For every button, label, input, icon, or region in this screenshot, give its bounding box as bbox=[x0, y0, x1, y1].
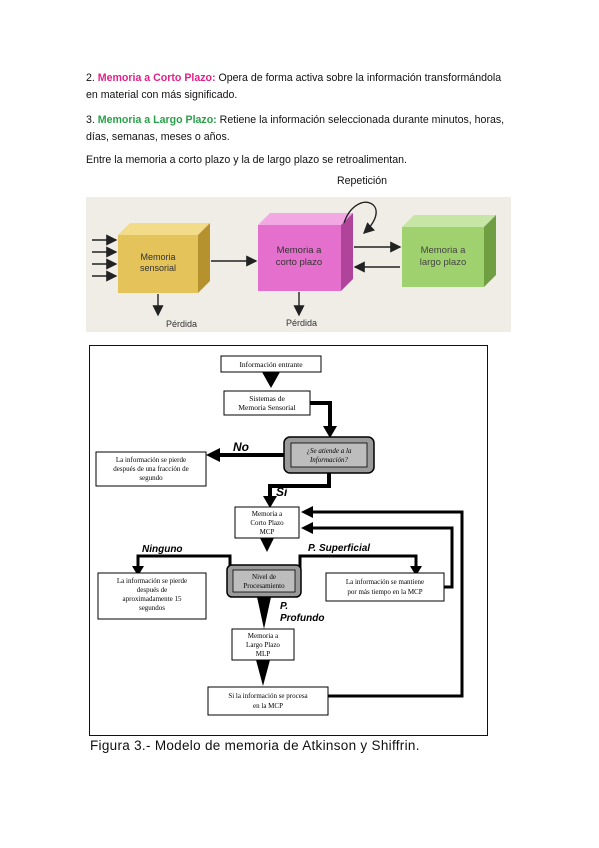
diagram-label: segundo bbox=[139, 474, 163, 482]
diagram-label: ¿Se atiende a la bbox=[307, 447, 352, 455]
diagram-label: MCP bbox=[260, 528, 275, 536]
label-si: Si bbox=[276, 485, 288, 499]
perdida-label-2: Pérdida bbox=[286, 318, 317, 328]
diagram-label: La información se pierde bbox=[116, 456, 186, 464]
box-perdida-fraccion bbox=[95, 451, 207, 487]
term-largo-plazo: Memoria a Largo Plazo: bbox=[97, 114, 217, 126]
label-profundo: Profundo bbox=[280, 613, 324, 624]
diagram-label: Memoria a bbox=[252, 510, 283, 518]
diagram-label: Memoria a bbox=[277, 245, 323, 256]
diagram-label: Si la información se procesa bbox=[228, 692, 308, 700]
paragraph-retroalimentan: Entre la memoria a corto plazo y la de l… bbox=[86, 154, 407, 166]
box-mlp bbox=[231, 628, 295, 661]
label-no: No bbox=[233, 440, 249, 454]
diagram-label: Memoria a bbox=[421, 245, 467, 256]
input-arrows bbox=[92, 234, 118, 282]
box-memoria-sensorial: Memoria sensorial bbox=[118, 223, 210, 293]
paragraph-largo-plazo: 3. Memoria a Largo Plazo: Retiene la inf… bbox=[86, 112, 526, 146]
diagram-label: MLP bbox=[256, 650, 271, 658]
figure-caption: Figura 3.- Modelo de memoria de Atkinson… bbox=[90, 738, 420, 753]
diagram-label: por más tiempo en la MCP bbox=[347, 588, 422, 596]
box-memoria-sensorial-flow bbox=[223, 390, 311, 416]
perdida-label-1: Pérdida bbox=[166, 319, 197, 329]
diagram-label: Largo Plazo bbox=[246, 641, 280, 649]
diagram-label: La información se mantiene bbox=[346, 578, 424, 586]
atkinson-shiffrin-flowchart: Información entrante Sistemas de Memoria… bbox=[89, 345, 488, 736]
box-memoria-largo-plazo: Memoria a largo plazo bbox=[402, 215, 496, 287]
repeticion-label: Repetición bbox=[337, 175, 388, 187]
diagram-label: después de bbox=[137, 586, 168, 594]
label-p: P. bbox=[280, 601, 288, 612]
diagram-label: Información entrante bbox=[239, 360, 303, 369]
term-corto-plazo: Memoria a Corto Plazo: bbox=[97, 72, 216, 84]
label-ninguno: Ninguno bbox=[142, 544, 183, 555]
definition-text-2: en material con más significado. bbox=[86, 89, 238, 101]
diagram-label: Procesamiento bbox=[243, 582, 285, 590]
diagram-label: aproximadamente 15 bbox=[123, 595, 182, 603]
diagram-label: Información? bbox=[309, 456, 349, 464]
box-mantiene bbox=[325, 572, 445, 602]
diagram-label: Memoria bbox=[140, 252, 175, 262]
diagram-label: en la MCP bbox=[253, 702, 283, 710]
definition-text-2: días, semanas, meses o años. bbox=[86, 131, 230, 143]
diagram-label: La información se pierde bbox=[117, 577, 187, 585]
box-memoria-corto-plazo: Memoria a corto plazo bbox=[258, 213, 353, 291]
definition-text: Retiene la información seleccionada dura… bbox=[219, 114, 505, 126]
memory-boxes-diagram: Memoria sensorial Memoria a corto plazo … bbox=[86, 197, 511, 332]
diagram-label: Nivel de bbox=[252, 573, 276, 581]
diagram-label: segundos bbox=[139, 604, 165, 612]
diagram-label: corto plazo bbox=[276, 257, 322, 268]
diagram-label: Memoria a bbox=[248, 632, 279, 640]
diagram-label: Corto Plazo bbox=[250, 519, 284, 527]
diagram-label: largo plazo bbox=[420, 257, 466, 268]
diagram-label: sensorial bbox=[140, 263, 176, 273]
item-number: 3. bbox=[86, 114, 95, 126]
flow-arrows bbox=[152, 201, 402, 317]
item-number: 2. bbox=[86, 72, 95, 84]
box-procesa bbox=[207, 686, 329, 716]
diagram-label: Memoria Sensorial bbox=[238, 403, 295, 412]
diagram-label: después de una fracción de bbox=[113, 465, 188, 473]
definition-text: Opera de forma activa sobre la informaci… bbox=[218, 72, 502, 84]
box-perdida-15 bbox=[97, 572, 207, 620]
box-mcp bbox=[234, 506, 300, 539]
paragraph-corto-plazo: 2. Memoria a Corto Plazo: Opera de forma… bbox=[86, 70, 526, 104]
diagram-label: Sistemas de bbox=[249, 394, 285, 403]
label-superficial: P. Superficial bbox=[308, 543, 370, 554]
